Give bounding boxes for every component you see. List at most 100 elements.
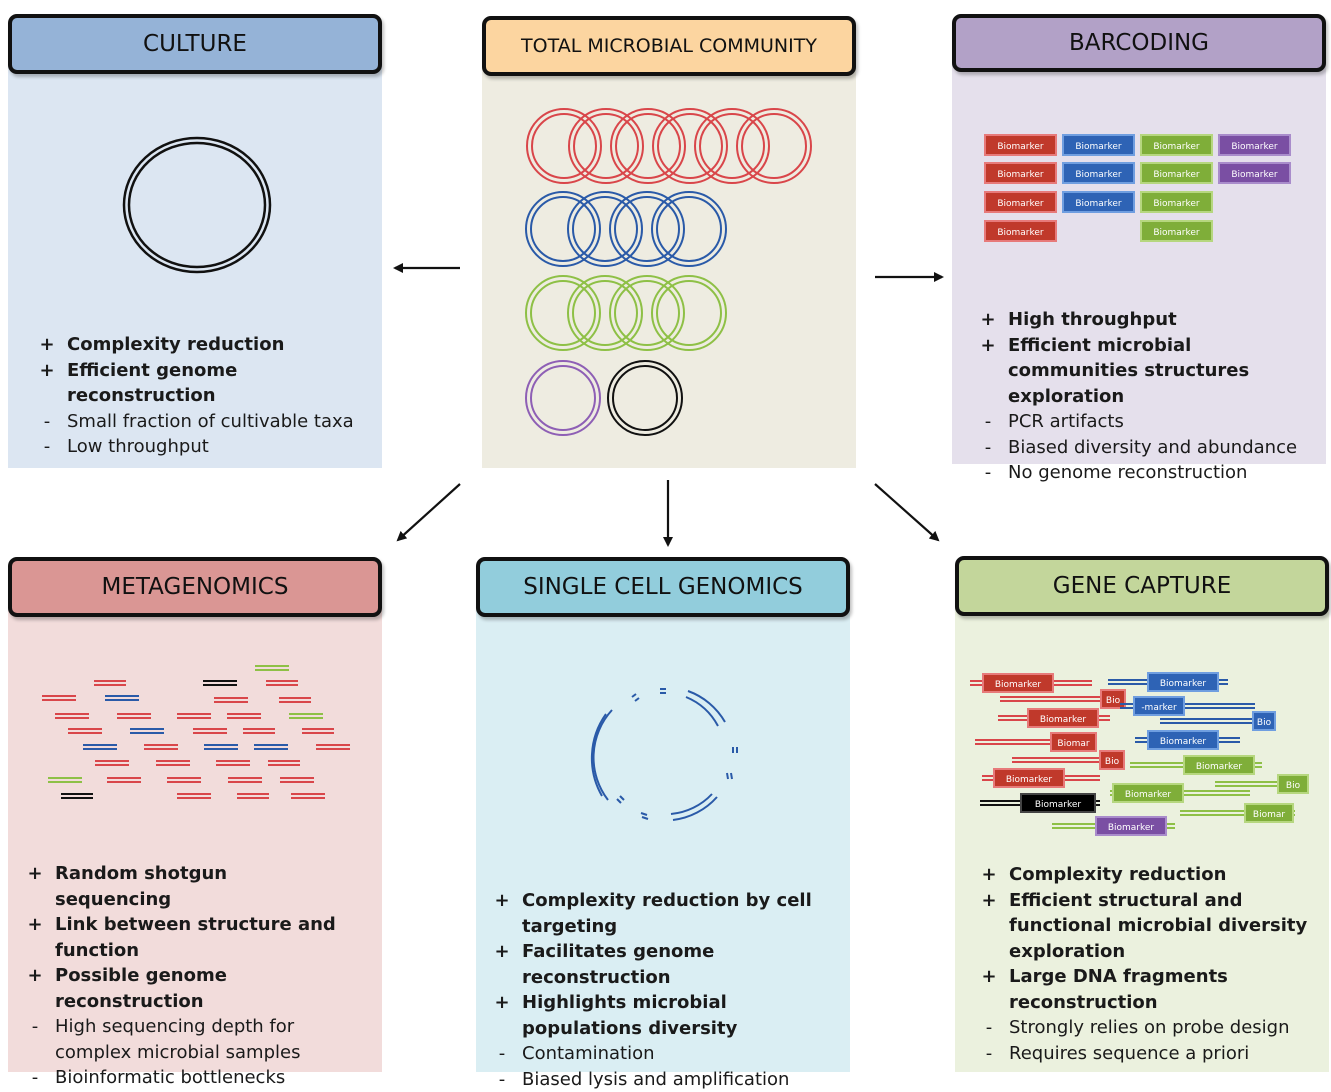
feature-text: Efficient structural and functional micr… (1009, 890, 1307, 962)
barcoding-feature-limitation: -Biased diversity and abundance (978, 435, 1318, 461)
capture-probe: Biomar (975, 733, 1096, 751)
plus-icon: + (979, 964, 999, 990)
plus-icon: + (979, 862, 999, 888)
feature-text: Random shotgun sequencing (55, 863, 227, 910)
minus-icon: - (979, 1015, 999, 1041)
minus-icon: - (978, 460, 998, 486)
sequencing-read (177, 714, 211, 718)
feature-text: Possible genome reconstruction (55, 965, 227, 1012)
capture-probe: Biomarker (1052, 817, 1175, 835)
biomarker-label: Biomarker (1153, 170, 1200, 180)
community-genome-circle (610, 276, 684, 350)
capture-probe: Biomarker (982, 769, 1100, 787)
community-genome-circle (526, 361, 600, 435)
sequencing-read (237, 794, 269, 798)
gene-capture-feature-limitation: -Requires sequence a priori (979, 1041, 1319, 1067)
capture-probe: Biomar (1180, 804, 1295, 822)
plus-icon: + (37, 358, 57, 384)
plus-icon: + (25, 912, 45, 938)
metagenomics-feature-limitation: -Bioinformatic bottlenecks (25, 1065, 345, 1091)
sequencing-read (279, 698, 311, 702)
sequencing-read (289, 714, 323, 718)
biomarker-tag: Biomarker (1141, 192, 1212, 212)
sequencing-read (266, 681, 298, 685)
arrow-to-gene-capture (875, 484, 938, 540)
culture-feature-limitation: -Low throughput (37, 434, 367, 460)
sequencing-read (291, 794, 325, 798)
sequencing-read (254, 745, 288, 749)
barcoding-feature-advantage: +Efficient microbial communities structu… (978, 333, 1318, 410)
community-genome-circle (526, 192, 600, 266)
gene-capture-feature-advantage: +Efficient structural and functional mic… (979, 888, 1319, 965)
community-genome-circle (652, 192, 726, 266)
sequencing-read (130, 729, 164, 733)
sequencing-read (280, 778, 314, 782)
feature-text: Strongly relies on probe design (1009, 1017, 1290, 1038)
capture-probe: Biomarker (970, 674, 1092, 692)
probe-label: Biomarker (1160, 679, 1207, 689)
sequencing-read (61, 794, 93, 798)
probe-label: Biomarker (1040, 715, 1087, 725)
plus-icon: + (25, 963, 45, 989)
biomarker-label: Biomarker (997, 142, 1044, 152)
biomarker-label: Biomarker (1153, 142, 1200, 152)
culture-feature-advantage: +Complexity reduction (37, 332, 367, 358)
sequencing-read (228, 778, 262, 782)
sequencing-read (156, 761, 190, 765)
community-genome-circle (652, 276, 726, 350)
probe-label: Biomarker (1160, 737, 1207, 747)
sequencing-read (177, 794, 211, 798)
culture-genome-circle (124, 138, 270, 272)
feature-text: Facilitates genome reconstruction (522, 941, 714, 988)
biomarker-tag: Biomarker (1141, 135, 1212, 155)
probe-label: Biomar (1057, 739, 1089, 749)
biomarker-tag: Biomarker (1219, 135, 1290, 155)
probe-label: Bio (1105, 757, 1120, 767)
probe-label: Biomarker (995, 680, 1042, 690)
capture-probe: Biomarker (980, 794, 1100, 812)
sequencing-read (193, 729, 227, 733)
community-genome-circle (527, 109, 601, 183)
community-genome-circle (568, 192, 642, 266)
sequencing-read (107, 778, 141, 782)
probe-label: Biomarker (1006, 775, 1053, 785)
metagenomics-feature-advantage: +Link between structure and function (25, 912, 345, 963)
biomarker-label: Biomarker (1231, 142, 1278, 152)
culture-feature-list: +Complexity reduction+Efficient genome r… (37, 332, 367, 460)
biomarker-tag: Biomarker (1063, 163, 1134, 183)
barcoding-markers: BiomarkerBiomarkerBiomarkerBiomarkerBiom… (985, 135, 1290, 241)
minus-icon: - (492, 1041, 512, 1067)
metagenomics-feature-list: + Random shotgun sequencing+Link between … (25, 861, 345, 1091)
probe-label: Biomarker (1125, 790, 1172, 800)
feature-text: Small fraction of cultivable taxa (67, 411, 354, 432)
biomarker-tag: Biomarker (1141, 163, 1212, 183)
sequencing-read (105, 696, 139, 700)
minus-icon: - (25, 1014, 45, 1040)
sequencing-read (95, 761, 129, 765)
community-genome-circle (611, 109, 685, 183)
plus-icon: + (492, 990, 512, 1016)
community-genome-circle (526, 276, 600, 350)
minus-icon: - (25, 1065, 45, 1091)
capture-probe: Bio (1012, 751, 1124, 769)
biomarker-label: Biomarker (1075, 170, 1122, 180)
capture-probe: Biomarker (1130, 756, 1262, 774)
probe-label: Bio (1257, 718, 1272, 728)
sequencing-read (144, 745, 178, 749)
sequencing-read (203, 681, 237, 685)
biomarker-tag: Biomarker (985, 163, 1056, 183)
biomarker-tag: Biomarker (985, 135, 1056, 155)
sequencing-read (316, 745, 350, 749)
sequencing-read (55, 714, 89, 718)
capture-probe: Biomarker (1108, 673, 1228, 691)
sequencing-read (204, 745, 238, 749)
feature-text: Complexity reduction (67, 334, 284, 355)
plus-icon: + (25, 861, 45, 887)
community-genome-circle (695, 109, 769, 183)
feature-text: Bioinformatic bottlenecks (55, 1067, 285, 1088)
probe-label: Biomarker (1196, 762, 1243, 772)
single-cell-feature-limitation: -Contamination (492, 1041, 842, 1067)
culture-feature-limitation: -Small fraction of cultivable taxa (37, 409, 367, 435)
metagenomics-feature-advantage: + Possible genome reconstruction (25, 963, 345, 1014)
culture-feature-advantage: +Efficient genome reconstruction (37, 358, 367, 409)
